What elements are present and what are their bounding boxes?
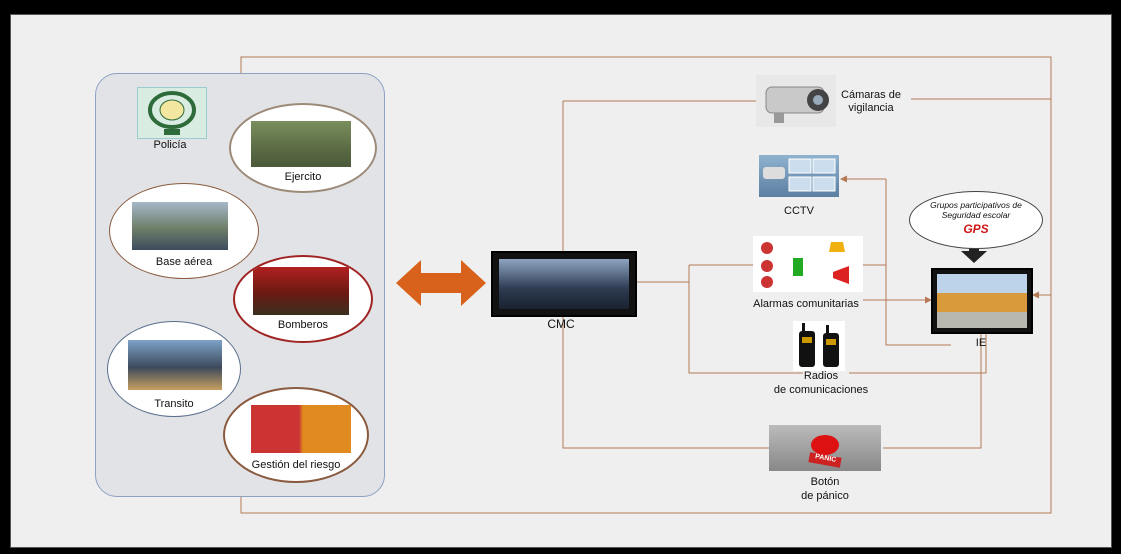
ie-image bbox=[931, 268, 1033, 334]
base-aerea-oval: Base aérea bbox=[109, 183, 259, 279]
radios-label-2: de comunicaciones bbox=[773, 384, 869, 396]
radio-ie-line bbox=[849, 332, 987, 374]
gestion-oval: Gestión del riesgo bbox=[223, 387, 369, 483]
outer-loop-line bbox=[240, 56, 1052, 514]
ejercito-photo bbox=[251, 121, 351, 167]
cctv-image bbox=[759, 155, 839, 197]
transito-oval: Transito bbox=[107, 321, 241, 417]
radios-label-1: Radios bbox=[803, 370, 839, 382]
alarm-ie-line bbox=[861, 264, 951, 346]
cmc-trunk-line bbox=[562, 101, 771, 449]
panic-button-icon bbox=[808, 435, 842, 468]
cctv-label: CCTV bbox=[784, 205, 814, 217]
gestion-photo bbox=[251, 405, 351, 453]
gps-arrow bbox=[961, 243, 987, 263]
camaras-label: Cámaras de vigilancia bbox=[841, 89, 901, 114]
ejercito-oval: Ejercito bbox=[229, 103, 377, 193]
connector-lines bbox=[165, 56, 1052, 514]
cctv-icon bbox=[763, 158, 836, 192]
security-camera-icon bbox=[765, 86, 829, 123]
camera-image bbox=[756, 75, 836, 127]
base-aerea-label: Base aérea bbox=[155, 256, 213, 268]
transito-label: Transito bbox=[154, 398, 194, 410]
radio-icon bbox=[799, 323, 839, 367]
base-aerea-photo bbox=[132, 202, 228, 250]
ejercito-label: Ejercito bbox=[284, 171, 322, 183]
gps-acronym: GPS bbox=[963, 222, 989, 236]
gps-line1: Grupos participativos de bbox=[930, 200, 1022, 210]
boton-label-2: de pánico bbox=[801, 490, 849, 502]
gps-bubble: Grupos participativos de Seguridad escol… bbox=[909, 191, 1043, 249]
bomberos-photo bbox=[253, 267, 349, 315]
policia-shield bbox=[137, 87, 207, 139]
cmc-image bbox=[491, 251, 637, 317]
radios-image bbox=[793, 321, 845, 371]
policia-label: Policía bbox=[153, 139, 187, 151]
police-badge-icon bbox=[148, 91, 196, 135]
radio-branch-line bbox=[688, 265, 803, 374]
gps-line2: Seguridad escolar bbox=[941, 210, 1011, 220]
bomberos-label: Bomberos bbox=[277, 319, 329, 331]
diagram-canvas: Policía Ejercito Base aérea Bomberos Tra… bbox=[10, 14, 1112, 548]
transito-photo bbox=[128, 340, 222, 390]
gestion-label: Gestión del riesgo bbox=[251, 459, 341, 471]
alarmas-label: Alarmas comunitarias bbox=[753, 298, 859, 310]
alarmas-image bbox=[753, 236, 863, 292]
cmc-agency-arrow bbox=[396, 260, 486, 306]
panic-button-image: PANIC bbox=[769, 425, 881, 471]
panic-ie-line bbox=[883, 332, 982, 449]
cmc-label: CMC bbox=[547, 317, 575, 331]
ie-label: IE bbox=[975, 337, 987, 349]
bomberos-oval: Bomberos bbox=[233, 255, 373, 343]
community-alarm-icon bbox=[761, 242, 849, 288]
boton-label-1: Botón bbox=[810, 476, 840, 488]
